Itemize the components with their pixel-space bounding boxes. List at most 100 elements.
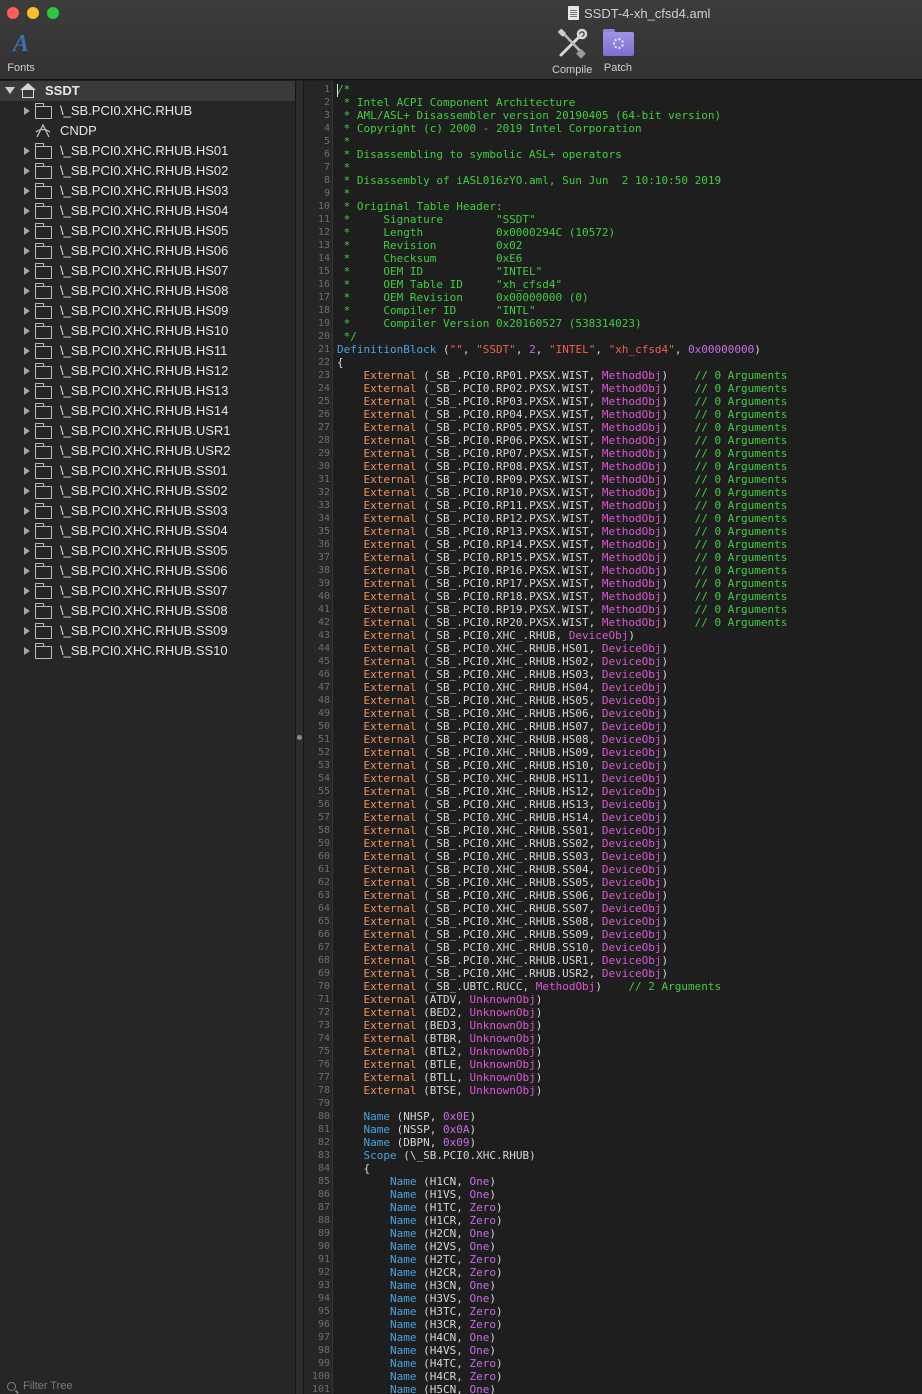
code-line[interactable]: Name (NSSP, 0x0A) (337, 1123, 477, 1136)
code-line[interactable]: External (_SB_.PCI0.XHC_.RHUB.HS08, Devi… (337, 733, 669, 746)
code-line[interactable]: External (_SB_.PCI0.XHC_.RHUB.SS10, Devi… (337, 941, 669, 954)
disclosure-closed-icon[interactable] (24, 507, 30, 515)
code-line[interactable]: * Original Table Header: (337, 200, 503, 213)
code-line[interactable]: External (_SB_.PCI0.RP03.PXSX.WIST, Meth… (337, 395, 788, 408)
tree-item[interactable]: \_SB.PCI0.XHC.RHUB.HS05 (0, 221, 295, 241)
code-editor[interactable]: 1/*2 * Intel ACPI Component Architecture… (304, 81, 922, 1394)
code-line[interactable]: External (_SB_.PCI0.XHC_.RHUB.SS09, Devi… (337, 928, 669, 941)
code-line[interactable]: External (BTLL, UnknownObj) (337, 1071, 543, 1084)
tree-item[interactable]: \_SB.PCI0.XHC.RHUB.HS02 (0, 161, 295, 181)
disclosure-closed-icon[interactable] (24, 547, 30, 555)
disclosure-closed-icon[interactable] (24, 587, 30, 595)
compile-button[interactable]: Compile (552, 28, 592, 76)
tree-item[interactable]: \_SB.PCI0.XHC.RHUB.USR2 (0, 441, 295, 461)
code-line[interactable]: * Revision 0x02 (337, 239, 523, 252)
code-line[interactable]: External (_SB_.PCI0.XHC_.RHUB.HS11, Devi… (337, 772, 669, 785)
code-line[interactable]: Name (H2CR, Zero) (337, 1266, 503, 1279)
disclosure-closed-icon[interactable] (24, 367, 30, 375)
code-line[interactable]: * Disassembling to symbolic ASL+ operato… (337, 148, 622, 161)
code-line[interactable]: External (_SB_.PCI0.XHC_.RHUB.SS06, Devi… (337, 889, 669, 902)
disclosure-closed-icon[interactable] (24, 107, 30, 115)
code-line[interactable]: External (_SB_.PCI0.XHC_.RHUB.HS10, Devi… (337, 759, 669, 772)
disclosure-closed-icon[interactable] (24, 467, 30, 475)
disclosure-closed-icon[interactable] (24, 187, 30, 195)
code-line[interactable]: * Compiler ID "INTL" (337, 304, 536, 317)
disclosure-closed-icon[interactable] (24, 227, 30, 235)
code-line[interactable]: External (_SB_.PCI0.RP17.PXSX.WIST, Meth… (337, 577, 788, 590)
code-line[interactable]: External (_SB_.PCI0.RP12.PXSX.WIST, Meth… (337, 512, 788, 525)
code-line[interactable]: Name (NHSP, 0x0E) (337, 1110, 477, 1123)
patch-button[interactable]: Patch (602, 28, 634, 74)
code-line[interactable]: DefinitionBlock ("", "SSDT", 2, "INTEL",… (337, 343, 761, 356)
zoom-window-button[interactable] (47, 7, 59, 19)
disclosure-closed-icon[interactable] (24, 307, 30, 315)
code-line[interactable]: External (_SB_.PCI0.RP14.PXSX.WIST, Meth… (337, 538, 788, 551)
code-line[interactable]: External (_SB_.PCI0.XHC_.RHUB.HS07, Devi… (337, 720, 669, 733)
tree-item[interactable]: \_SB.PCI0.XHC.RHUB.HS12 (0, 361, 295, 381)
disclosure-closed-icon[interactable] (24, 527, 30, 535)
code-line[interactable]: Name (H5CN, One) (337, 1383, 496, 1394)
code-line[interactable]: Name (H1CN, One) (337, 1175, 496, 1188)
code-line[interactable]: External (_SB_.PCI0.RP04.PXSX.WIST, Meth… (337, 408, 788, 421)
code-line[interactable]: * OEM ID "INTEL" (337, 265, 543, 278)
code-line[interactable]: External (BTL2, UnknownObj) (337, 1045, 543, 1058)
disclosure-closed-icon[interactable] (24, 447, 30, 455)
code-line[interactable]: External (_SB_.PCI0.RP19.PXSX.WIST, Meth… (337, 603, 788, 616)
code-line[interactable]: * Signature "SSDT" (337, 213, 536, 226)
disclosure-closed-icon[interactable] (24, 407, 30, 415)
code-line[interactable]: External (_SB_.PCI0.RP09.PXSX.WIST, Meth… (337, 473, 788, 486)
tree-item[interactable]: \_SB.PCI0.XHC.RHUB.SS10 (0, 641, 295, 661)
tree-item[interactable]: \_SB.PCI0.XHC.RHUB.SS07 (0, 581, 295, 601)
tree-item[interactable]: \_SB.PCI0.XHC.RHUB.HS01 (0, 141, 295, 161)
tree-item[interactable]: \_SB.PCI0.XHC.RHUB.HS14 (0, 401, 295, 421)
code-line[interactable]: Name (H3TC, Zero) (337, 1305, 503, 1318)
code-line[interactable]: External (_SB_.PCI0.XHC_.RHUB.SS08, Devi… (337, 915, 669, 928)
code-line[interactable]: External (_SB_.PCI0.XHC_.RHUB.SS04, Devi… (337, 863, 669, 876)
code-line[interactable]: Name (H3VS, One) (337, 1292, 496, 1305)
code-line[interactable]: External (_SB_.PCI0.XHC_.RHUB.HS04, Devi… (337, 681, 669, 694)
code-line[interactable]: External (_SB_.PCI0.RP11.PXSX.WIST, Meth… (337, 499, 788, 512)
code-line[interactable]: */ (337, 330, 357, 343)
code-line[interactable]: * (337, 161, 351, 174)
split-view-divider[interactable] (295, 81, 304, 1394)
code-line[interactable]: External (_SB_.PCI0.RP15.PXSX.WIST, Meth… (337, 551, 788, 564)
code-line[interactable]: * (337, 135, 351, 148)
disclosure-closed-icon[interactable] (24, 267, 30, 275)
tree-item[interactable]: \_SB.PCI0.XHC.RHUB.HS11 (0, 341, 295, 361)
code-line[interactable]: External (_SB_.UBTC.RUCC, MethodObj) // … (337, 980, 722, 993)
code-line[interactable]: * Length 0x0000294C (10572) (337, 226, 616, 239)
fonts-button[interactable]: A Fonts (6, 28, 36, 74)
tree-item[interactable]: CNDP (0, 121, 295, 141)
code-line[interactable]: External (_SB_.PCI0.XHC_.RHUB.HS02, Devi… (337, 655, 669, 668)
tree-item[interactable]: \_SB.PCI0.XHC.RHUB.SS09 (0, 621, 295, 641)
tree-item[interactable]: \_SB.PCI0.XHC.RHUB.SS04 (0, 521, 295, 541)
code-line[interactable]: External (_SB_.PCI0.XHC_.RHUB.HS01, Devi… (337, 642, 669, 655)
code-line[interactable]: External (_SB_.PCI0.XHC_.RHUB.HS13, Devi… (337, 798, 669, 811)
code-line[interactable]: External (BTLE, UnknownObj) (337, 1058, 543, 1071)
disclosure-closed-icon[interactable] (24, 427, 30, 435)
code-line[interactable]: Name (H1TC, Zero) (337, 1201, 503, 1214)
disclosure-closed-icon[interactable] (24, 207, 30, 215)
code-line[interactable]: Name (H4CR, Zero) (337, 1370, 503, 1383)
code-line[interactable]: External (_SB_.PCI0.XHC_.RHUB.HS05, Devi… (337, 694, 669, 707)
minimize-window-button[interactable] (27, 7, 39, 19)
code-line[interactable]: External (_SB_.PCI0.RP20.PXSX.WIST, Meth… (337, 616, 788, 629)
tree-item[interactable]: \_SB.PCI0.XHC.RHUB.SS05 (0, 541, 295, 561)
code-line[interactable]: External (_SB_.PCI0.RP16.PXSX.WIST, Meth… (337, 564, 788, 577)
code-line[interactable]: External (_SB_.PCI0.RP07.PXSX.WIST, Meth… (337, 447, 788, 460)
tree-item[interactable]: \_SB.PCI0.XHC.RHUB.SS03 (0, 501, 295, 521)
tree-item[interactable]: \_SB.PCI0.XHC.RHUB.USR1 (0, 421, 295, 441)
close-window-button[interactable] (7, 7, 19, 19)
tree-item[interactable]: \_SB.PCI0.XHC.RHUB.SS02 (0, 481, 295, 501)
code-line[interactable]: Name (H2CN, One) (337, 1227, 496, 1240)
disclosure-closed-icon[interactable] (24, 627, 30, 635)
code-line[interactable]: Name (H4CN, One) (337, 1331, 496, 1344)
disclosure-closed-icon[interactable] (24, 147, 30, 155)
code-line[interactable]: Name (H2VS, One) (337, 1240, 496, 1253)
tree-item[interactable]: \_SB.PCI0.XHC.RHUB.HS09 (0, 301, 295, 321)
code-line[interactable]: External (_SB_.PCI0.XHC_.RHUB.USR2, Devi… (337, 967, 669, 980)
code-line[interactable]: * Copyright (c) 2000 - 2019 Intel Corpor… (337, 122, 642, 135)
tree-item[interactable]: \_SB.PCI0.XHC.RHUB.SS08 (0, 601, 295, 621)
tree-item[interactable]: \_SB.PCI0.XHC.RHUB.HS07 (0, 261, 295, 281)
code-line[interactable]: * AML/ASL+ Disassembler version 20190405… (337, 109, 722, 122)
